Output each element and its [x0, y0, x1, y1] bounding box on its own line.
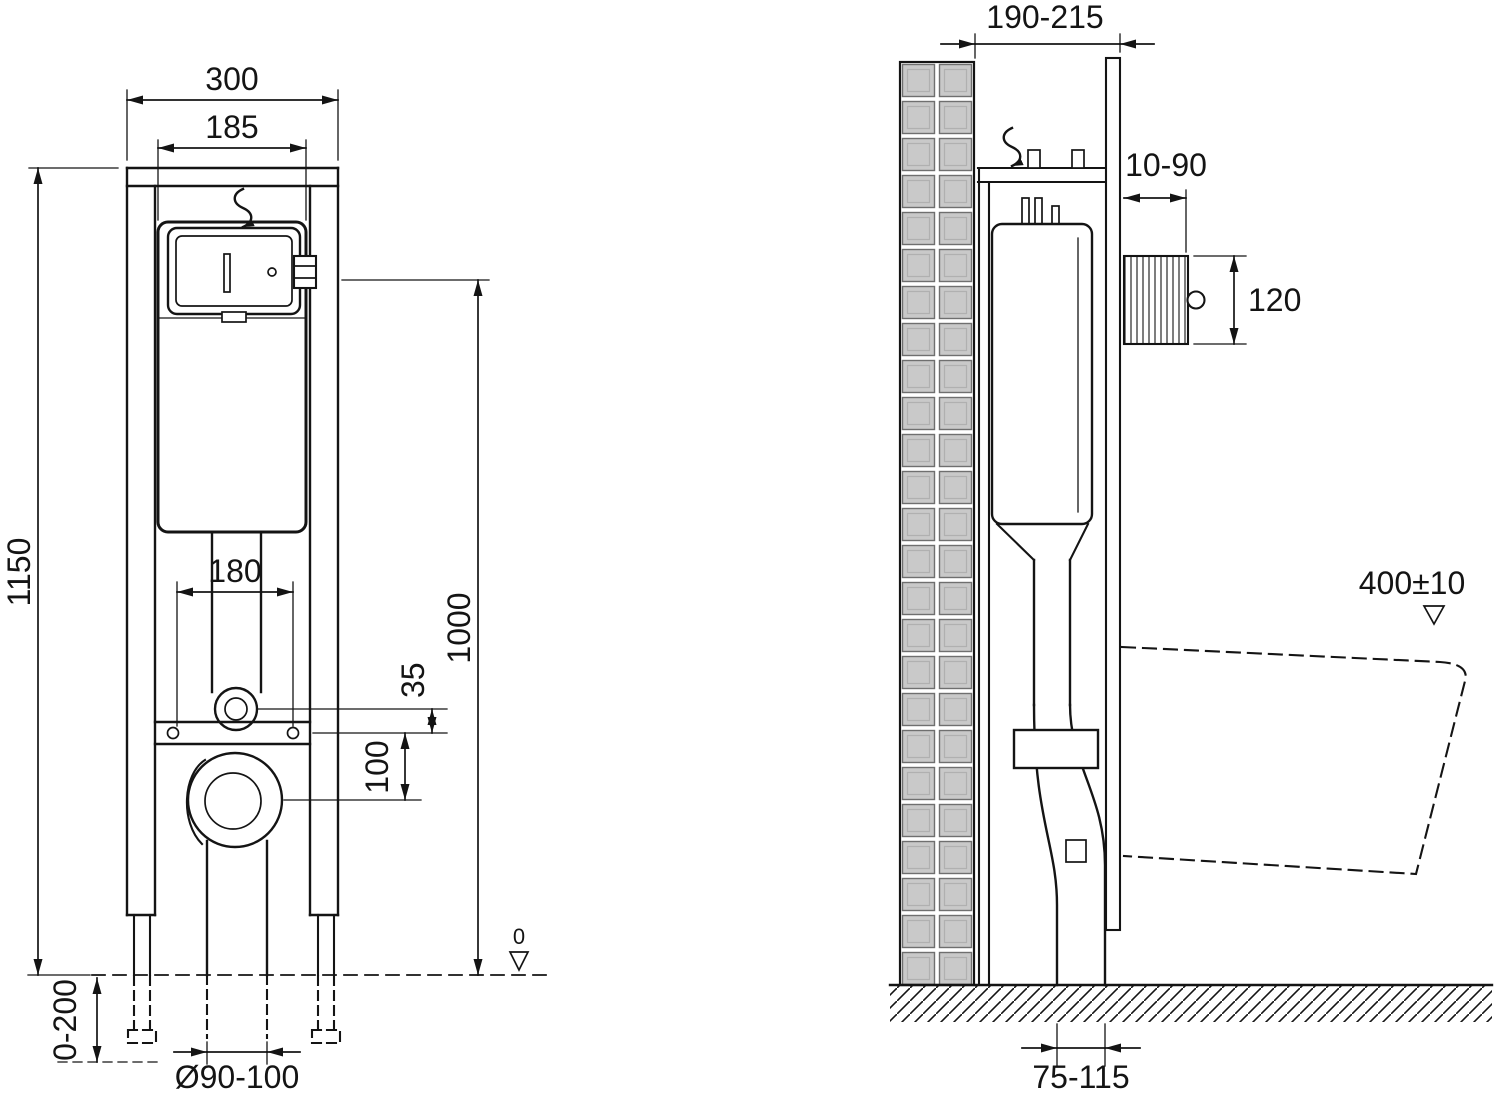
dim-foot-adjustment: 0-200	[47, 977, 163, 1063]
upper-height-label: 1000	[441, 592, 477, 663]
dim-tank-width: 185	[157, 109, 307, 221]
dim-finish-thickness: 10-90	[1123, 147, 1207, 253]
overall-width-label: 300	[205, 61, 258, 97]
dim-actuator-opening: 120	[1193, 255, 1301, 345]
dim-fixing-centres: 180	[176, 553, 294, 727]
dim-overall-width: 300	[126, 61, 339, 161]
front-view: 0 300 185 1150 1000	[1, 61, 547, 1095]
cistern	[156, 220, 318, 534]
outlet-elbow-side	[1012, 558, 1107, 987]
actuator-opening-label: 120	[1248, 282, 1301, 318]
flush-pipe	[210, 530, 263, 732]
cistern-side	[990, 197, 1094, 562]
foot-adjustment-label: 0-200	[47, 979, 83, 1061]
waste-outlet	[185, 751, 284, 1040]
outlet-setout-label: 75-115	[1032, 1059, 1129, 1095]
finish-thickness-label: 10-90	[1125, 147, 1207, 183]
toilet-bowl-outline	[1120, 645, 1467, 876]
water-inlet-icon-side	[1002, 126, 1024, 168]
tank-width-label: 185	[205, 109, 258, 145]
mounting-bracket	[153, 720, 312, 746]
dim-outlet-drop: 100	[283, 732, 422, 801]
actuator-housing	[1122, 254, 1206, 346]
rim-height-label: 400±10	[1359, 565, 1466, 601]
floor-section	[888, 983, 1494, 1022]
side-view: 190-215 10-90 120 400±10 75-115	[888, 0, 1494, 1095]
dim-outlet-setout: 75-115	[1021, 1023, 1141, 1095]
frame-depth-label: 190-215	[986, 0, 1103, 35]
dim-outlet-diameter: Ø90-100	[173, 1041, 301, 1095]
water-inlet-icon	[233, 187, 255, 229]
tiled-wall	[898, 60, 976, 987]
fixing-centres-label: 180	[208, 553, 261, 589]
frame-height-label: 1150	[1, 538, 37, 607]
dim-frame-depth: 190-215	[940, 0, 1155, 59]
datum-symbol: 0	[508, 924, 530, 972]
support-feet	[126, 913, 342, 1045]
dim-frame-height: 1150	[1, 167, 119, 976]
dim-flush-bend-offset: 35	[257, 662, 448, 734]
front-panel-plate	[1104, 56, 1122, 932]
floor-datum-label: 0	[513, 924, 525, 949]
frame-rail-side	[976, 149, 1108, 987]
frame-outline	[125, 166, 340, 917]
outlet-diameter-label: Ø90-100	[175, 1059, 300, 1095]
dim-upper-height: 1000	[341, 279, 490, 976]
outlet-drop-label: 100	[359, 740, 395, 793]
flush-bend-offset-label: 35	[395, 662, 431, 698]
dim-rim-height: 400±10	[1359, 565, 1466, 626]
